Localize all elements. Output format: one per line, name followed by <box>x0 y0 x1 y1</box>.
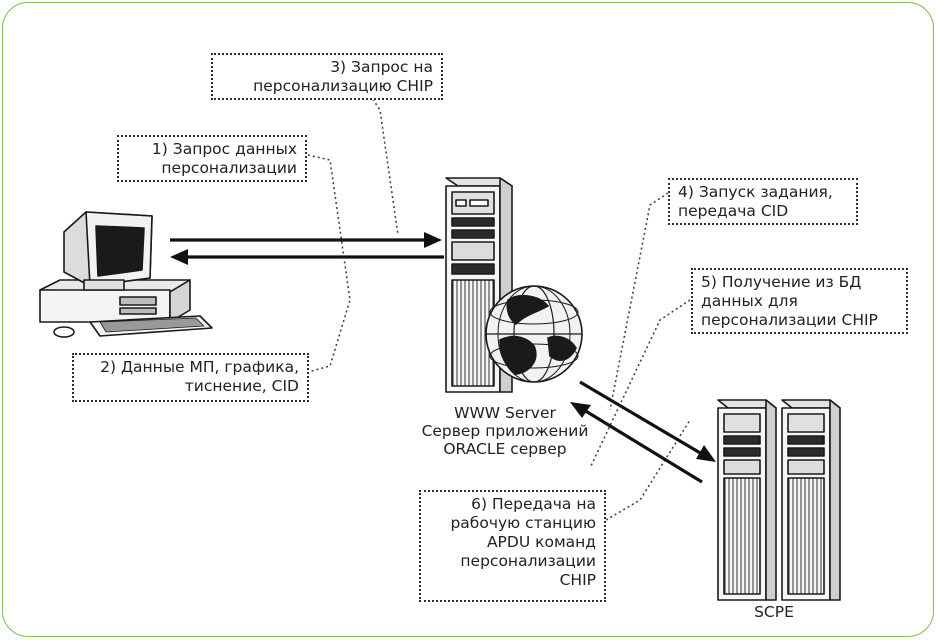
server-label: WWW Server Сервер приложений ORACLE серв… <box>421 404 589 458</box>
callout-step-3: 3) Запрос на персонализацию CHIP <box>211 53 443 100</box>
leader-4 <box>609 192 669 411</box>
callout-step-5: 5) Получение из БД данных для персонализ… <box>691 268 908 334</box>
arrows-client-server <box>170 232 444 265</box>
globe-icon <box>485 285 583 383</box>
desktop-computer-icon <box>39 211 213 338</box>
callout-step-2: 2) Данные МП, графика, тиснение, CID <box>72 353 309 402</box>
leader-6 <box>605 419 691 521</box>
callout-step-1: 1) Запрос данных персонализации <box>117 135 307 182</box>
callout-step-6: 6) Передача на рабочую станцию APDU кома… <box>419 490 606 602</box>
leader-5 <box>589 299 691 469</box>
arrows-server-scpe <box>570 380 716 484</box>
scpe-label: SCPE <box>754 603 794 621</box>
leader-lines <box>307 94 691 521</box>
leader-1 <box>307 154 351 373</box>
callout-step-4: 4) Запуск задания, передача CID <box>668 178 858 225</box>
leader-3 <box>369 94 399 236</box>
server-tower-icon <box>717 399 841 601</box>
